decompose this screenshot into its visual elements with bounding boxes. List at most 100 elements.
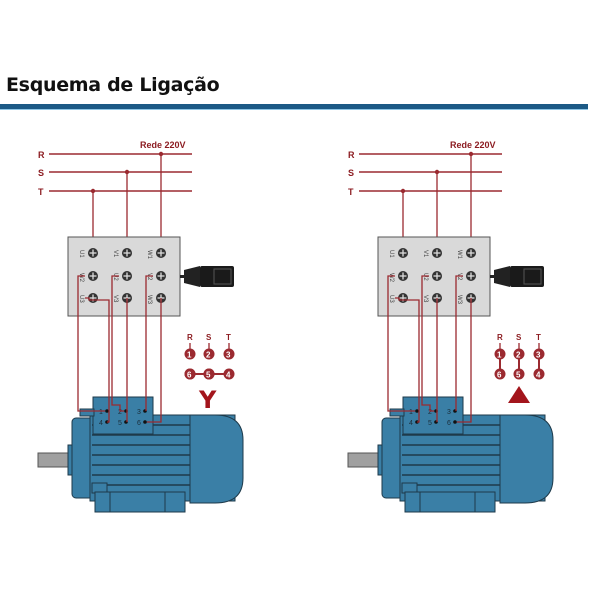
legend-node — [203, 368, 215, 380]
motor-fan-cover — [189, 414, 244, 504]
wire-1 — [387, 275, 415, 412]
motor-cable-gland — [389, 408, 405, 417]
electric-motor: 1 2 3 4 5 6 — [347, 396, 554, 513]
page-title: Esquema de Ligação — [6, 74, 220, 96]
motor-terminal-label: 3 — [447, 409, 451, 416]
motor-terminal — [415, 409, 419, 413]
legend-phase-label: R — [497, 333, 503, 342]
cable-plug-icon — [213, 268, 232, 285]
terminal-label: V2 — [456, 273, 462, 281]
motor-base — [404, 491, 496, 513]
terminal-label: U2 — [422, 273, 428, 281]
terminal-label: W1 — [146, 250, 152, 260]
wire-4 — [85, 297, 110, 423]
motor-terminal-label: 6 — [447, 420, 451, 427]
legend-node — [223, 348, 235, 360]
legend-node — [513, 348, 525, 360]
legend-node-label: 3 — [536, 351, 541, 360]
terminal-label: W2 — [388, 273, 394, 283]
legend-node-label: 5 — [206, 371, 211, 380]
phase-label-r: R — [348, 150, 355, 160]
legend-phase-label: R — [187, 333, 193, 342]
terminal-label: V1 — [422, 250, 428, 258]
legend-node-label: 1 — [187, 351, 192, 360]
legend-node-label: 5 — [516, 371, 521, 380]
terminal-label: U2 — [112, 273, 118, 281]
motor-terminal-label: 6 — [137, 420, 141, 427]
cable-plug-icon — [523, 268, 542, 285]
phase-label-s: S — [38, 168, 44, 178]
legend-phase-label: T — [226, 333, 231, 342]
cable-plug-icon — [184, 266, 200, 287]
terminal-label: V3 — [112, 295, 118, 303]
legend-node-label: 6 — [497, 371, 502, 380]
terminal-label: U3 — [388, 295, 394, 303]
motor-terminal — [143, 420, 147, 424]
wire-3 — [145, 275, 153, 411]
legend-phase-label: S — [206, 333, 212, 342]
legend-node — [494, 348, 506, 360]
cable-plug-icon — [200, 266, 234, 287]
title-divider — [0, 104, 588, 110]
wire-1 — [77, 275, 105, 412]
wire-2 — [421, 275, 434, 412]
network-label: Rede 220V — [140, 140, 186, 150]
motor-shaft — [37, 452, 71, 468]
cable-connector — [490, 275, 494, 278]
phase-label-r: R — [38, 150, 45, 160]
terminal-label: V3 — [422, 295, 428, 303]
motor-terminal-label: 2 — [118, 409, 122, 416]
terminal-label: U3 — [78, 295, 84, 303]
legend-node-label: 2 — [206, 351, 211, 360]
legend-phase-label: S — [516, 333, 522, 342]
network-label: Rede 220V — [450, 140, 496, 150]
motor-terminal — [453, 420, 457, 424]
motor-terminal-label: 2 — [428, 409, 432, 416]
legend-phase-label: T — [536, 333, 541, 342]
legend-node — [533, 368, 545, 380]
phase-label-s: S — [348, 168, 354, 178]
motor-terminal-label: 4 — [99, 420, 103, 427]
motor-terminal-label: 1 — [409, 409, 413, 416]
terminal-label: U1 — [388, 250, 394, 258]
motor-terminal — [105, 409, 109, 413]
wire-2 — [111, 275, 124, 412]
motor-terminal-label: 5 — [428, 420, 432, 427]
delta-symbol-icon — [508, 386, 530, 403]
legend-node-label: 4 — [536, 371, 541, 380]
terminal-label: W1 — [456, 250, 462, 260]
wire-4 — [395, 297, 420, 423]
wire-3 — [455, 275, 463, 411]
motor-fan-cover — [499, 414, 554, 504]
legend-node-label: 6 — [187, 371, 192, 380]
motor-terminal-label: 5 — [118, 420, 122, 427]
connection-legend-star: RST12365465Y — [184, 333, 235, 414]
legend-node — [494, 368, 506, 380]
legend-node — [223, 368, 235, 380]
wire-6 — [147, 298, 162, 423]
cable-plug-icon — [494, 266, 510, 287]
cable-connector — [180, 275, 184, 278]
motor-base — [94, 491, 186, 513]
star-symbol-icon: Y — [198, 386, 217, 414]
phase-label-t: T — [38, 187, 44, 197]
motor-cable-gland — [79, 408, 95, 417]
terminal-label: W2 — [78, 273, 84, 283]
cable-plug-icon — [510, 266, 544, 287]
motor-terminal-label: 3 — [137, 409, 141, 416]
motor-terminal-box — [92, 396, 154, 435]
legend-node-label: 2 — [516, 351, 521, 360]
legend-node — [513, 368, 525, 380]
terminal-label: W3 — [146, 295, 152, 305]
motor-shaft — [347, 452, 381, 468]
motor-terminal-label: 4 — [409, 420, 413, 427]
wire-6 — [457, 298, 472, 423]
legend-node — [184, 368, 196, 380]
terminal-label: W3 — [456, 295, 462, 305]
motor-terminal-label: 1 — [99, 409, 103, 416]
legend-node — [533, 348, 545, 360]
terminal-label: U1 — [78, 250, 84, 258]
